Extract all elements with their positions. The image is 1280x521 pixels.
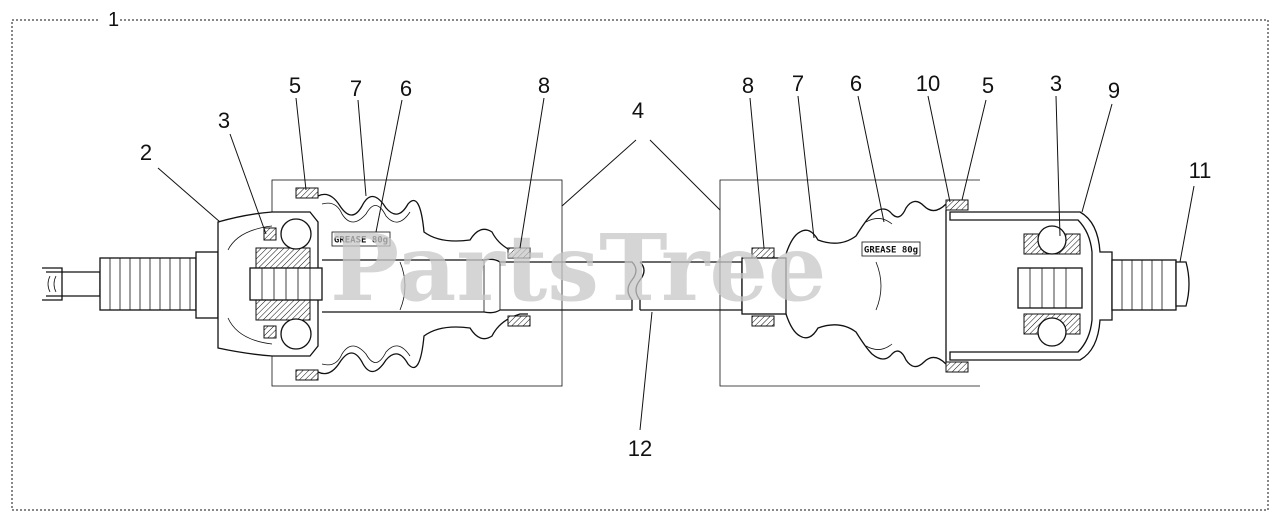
callouts: 2 3 5 7 6 8 4 8 7 6 10 5 3 9 11 12 (140, 71, 1212, 461)
callout-10: 10 (916, 71, 940, 96)
callout-7-right: 7 (792, 71, 804, 96)
callout-9: 9 (1108, 78, 1120, 103)
callout-12: 12 (628, 436, 652, 461)
leader-lines (157, 95, 1195, 431)
right-shaft-collar (741, 257, 787, 315)
left-small-clamp-top (507, 247, 531, 259)
callout-6-left: 6 (400, 76, 412, 101)
callout-5-right: 5 (982, 73, 994, 98)
right-cv-housing (949, 211, 1113, 361)
callout-11: 11 (1189, 158, 1212, 183)
left-bearing-assembly (249, 218, 323, 350)
right-boot-clamp-bottom (945, 361, 969, 373)
right-boot (785, 200, 953, 368)
callout-4: 4 (632, 98, 644, 123)
grease-label-right-box (861, 241, 921, 257)
left-boot-clamp-bottom (295, 369, 319, 381)
grease-label-right: GREASE 80g (864, 246, 918, 256)
assembly-frame (11, 19, 1269, 511)
left-stub-shaft (42, 251, 219, 319)
right-small-clamp-bottom (751, 315, 775, 327)
right-boot-clamp-top (945, 199, 969, 211)
callout-3-left: 3 (218, 108, 230, 133)
watermark: PartsTree (330, 214, 826, 322)
right-boot-box (719, 179, 980, 387)
left-boot (317, 193, 528, 375)
callout-5-left: 5 (289, 73, 301, 98)
right-bearing-assembly (1017, 225, 1083, 347)
left-small-clamp-bottom (507, 315, 531, 327)
left-boot-clamp-top (295, 187, 319, 199)
callout-3-right: 3 (1050, 71, 1062, 96)
assembly-number: 1 (108, 9, 119, 31)
callout-8-right: 8 (742, 73, 754, 98)
grease-label-left-box (331, 231, 391, 247)
grease-label-left: GREASE 80g (334, 236, 388, 246)
callout-7-left: 7 (350, 76, 362, 101)
callout-8-left: 8 (538, 73, 550, 98)
callout-2: 2 (140, 140, 152, 165)
callout-6-right: 6 (850, 71, 862, 96)
right-stub-shaft (1111, 259, 1190, 311)
